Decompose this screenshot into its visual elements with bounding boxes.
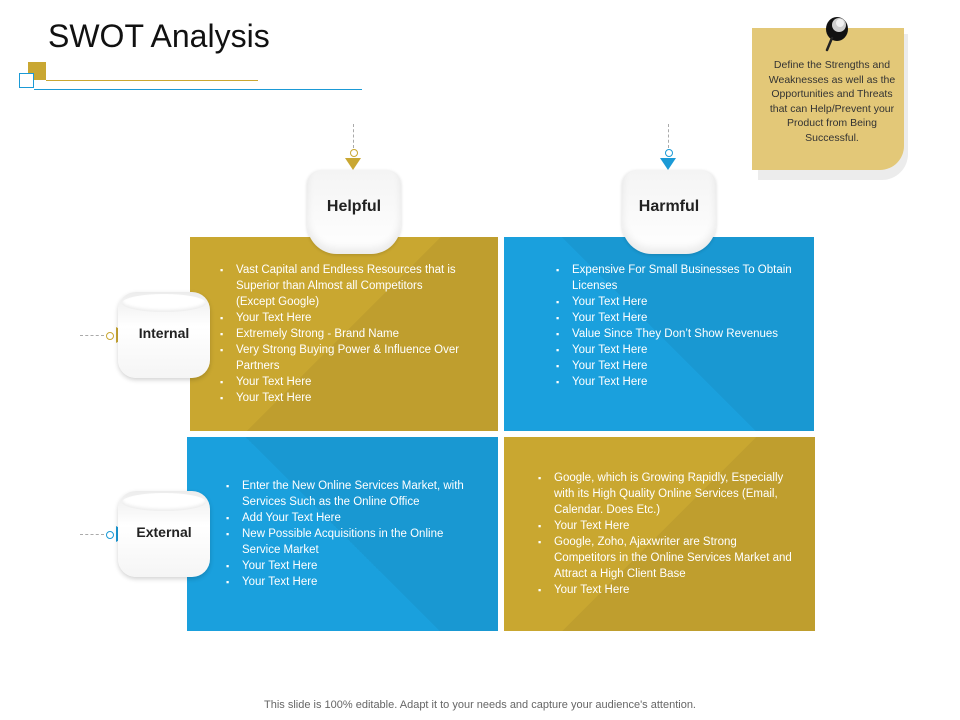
list-item: Google, which is Growing Rapidly, Especi…: [536, 470, 801, 518]
internal-connector-line: [80, 335, 104, 336]
list-item: Add Your Text Here: [224, 510, 474, 526]
list-item: Your Text Here: [554, 374, 794, 390]
external-connector-dot: [106, 531, 114, 539]
quadrant-opportunities: Enter the New Online Services Market, wi…: [187, 437, 498, 631]
list-item: Extremely Strong - Brand Name: [218, 326, 463, 342]
column-header-helpful: Helpful: [307, 170, 401, 254]
list-item: Your Text Here: [536, 582, 801, 598]
column-header-label: Helpful: [326, 198, 382, 215]
external-connector-line: [80, 534, 104, 535]
list-item: Your Text Here: [554, 358, 794, 374]
list-item: Very Strong Buying Power & Influence Ove…: [218, 342, 463, 374]
column-header-label: Harmful: [638, 198, 700, 215]
threats-list: Google, which is Growing Rapidly, Especi…: [536, 470, 801, 598]
decor-square-blue: [19, 73, 34, 88]
slide-title: SWOT Analysis: [48, 18, 270, 54]
row-header-internal: Internal: [118, 292, 210, 378]
sticky-note: Define the Strengths and Weaknesses as w…: [752, 28, 912, 180]
internal-connector-dot: [106, 332, 114, 340]
strengths-list: Vast Capital and Endless Resources that …: [218, 262, 463, 406]
harmful-connector-dot: [665, 149, 673, 157]
quadrant-weaknesses: Expensive For Small Businesses To Obtain…: [504, 237, 814, 431]
quadrant-threats: Google, which is Growing Rapidly, Especi…: [504, 437, 815, 631]
quadrant-strengths: Vast Capital and Endless Resources that …: [190, 237, 498, 431]
helpful-connector-line: [353, 124, 354, 148]
list-item: Your Text Here: [224, 558, 474, 574]
list-item: Your Text Here: [218, 374, 463, 390]
list-item: Your Text Here: [218, 390, 463, 406]
list-item: Value Since They Don’t Show Revenues: [554, 326, 794, 342]
helpful-arrow-icon: [345, 158, 361, 170]
decor-line-gold: [46, 80, 258, 81]
harmful-connector-line: [668, 124, 669, 148]
list-item: Vast Capital and Endless Resources that …: [218, 262, 463, 310]
list-item: Your Text Here: [554, 342, 794, 358]
footer-note: This slide is 100% editable. Adapt it to…: [264, 699, 696, 711]
list-item: Expensive For Small Businesses To Obtain…: [554, 262, 794, 294]
list-item: Your Text Here: [554, 310, 794, 326]
list-item: Google, Zoho, Ajaxwriter are Strong Comp…: [536, 534, 801, 582]
list-item: Your Text Here: [536, 518, 801, 534]
row-header-label: External: [136, 524, 192, 540]
list-item: Your Text Here: [554, 294, 794, 310]
row-header-external: External: [118, 491, 210, 577]
weaknesses-list: Expensive For Small Businesses To Obtain…: [554, 262, 794, 390]
row-header-label: Internal: [138, 325, 190, 341]
harmful-arrow-icon: [660, 158, 676, 170]
column-header-harmful: Harmful: [622, 170, 716, 254]
list-item: New Possible Acquisitions in the Online …: [224, 526, 474, 558]
list-item: Enter the New Online Services Market, wi…: [224, 478, 474, 510]
helpful-connector-dot: [350, 149, 358, 157]
decor-line-blue: [34, 89, 362, 90]
pushpin-icon: [825, 17, 848, 52]
list-item: Your Text Here: [218, 310, 463, 326]
sticky-note-text: Define the Strengths and Weaknesses as w…: [768, 59, 896, 144]
list-item: Your Text Here: [224, 574, 474, 590]
opportunities-list: Enter the New Online Services Market, wi…: [224, 478, 474, 590]
